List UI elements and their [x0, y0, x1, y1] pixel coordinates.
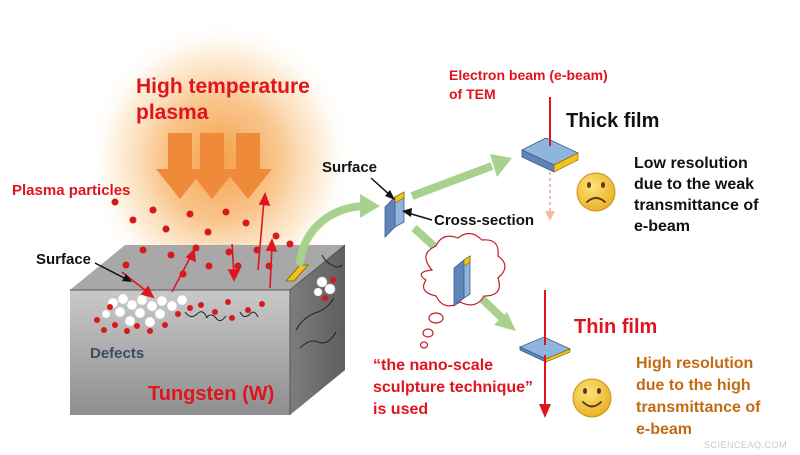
defects-label: Defects — [90, 345, 145, 362]
green-arrow-thick — [410, 154, 512, 200]
surface-mid-pointer — [370, 177, 395, 200]
high-res-line1: High resolution — [636, 355, 754, 372]
embedded-particles — [94, 277, 336, 334]
technique-line2: sculpture technique” — [373, 379, 534, 396]
sad-face-icon — [576, 172, 616, 212]
watermark: SCIENCEAQ.COM — [704, 440, 788, 450]
high-res-line3: transmittance of — [636, 399, 761, 416]
surface-slice — [384, 191, 405, 238]
tungsten-label: Tungsten (W) — [148, 383, 275, 405]
thick-film-sample — [521, 137, 579, 173]
thin-film-sample — [519, 336, 571, 363]
cross-section-pointer — [402, 208, 433, 221]
cut-slice-mark — [285, 264, 309, 282]
high-res-line2: due to the high — [636, 377, 751, 394]
low-res-line1: Low resolution — [634, 155, 748, 172]
low-res-line4: e-beam — [634, 218, 691, 235]
low-res-line2: due to the weak — [634, 176, 755, 193]
plasma-particles — [111, 198, 294, 278]
plasma-particles-label: Plasma particles — [12, 182, 131, 199]
thick-film-label: Thick film — [566, 110, 660, 132]
curved-green-arrow — [296, 194, 380, 266]
ebeam-label-line2: of TEM — [449, 86, 496, 102]
low-res-line3: transmittance of — [634, 197, 759, 214]
surface-mid-label: Surface — [322, 159, 378, 176]
crack-lines — [184, 254, 343, 349]
high-res-line4: e-beam — [636, 421, 693, 438]
plasma-title-line2: plasma — [136, 101, 209, 124]
ebeam-thin — [539, 290, 551, 418]
surface-left-pointer — [94, 262, 132, 282]
thin-film-label: Thin film — [574, 316, 658, 338]
happy-face-icon — [572, 378, 612, 418]
technique-line3: is used — [373, 401, 429, 418]
plasma-arrows — [156, 133, 272, 199]
plasma-title-line1: High temperature — [136, 75, 310, 98]
surface-left-label: Surface — [36, 251, 92, 268]
sculpted-lamella — [453, 255, 471, 307]
particle-trajectories — [121, 191, 278, 299]
ebeam-label-line1: Electron beam (e-beam) — [449, 67, 608, 83]
ebeam-thick — [545, 97, 555, 221]
technique-line1: “the nano-scale — [373, 357, 494, 374]
cross-section-label: Cross-section — [434, 212, 535, 229]
defect-voids — [101, 276, 336, 328]
